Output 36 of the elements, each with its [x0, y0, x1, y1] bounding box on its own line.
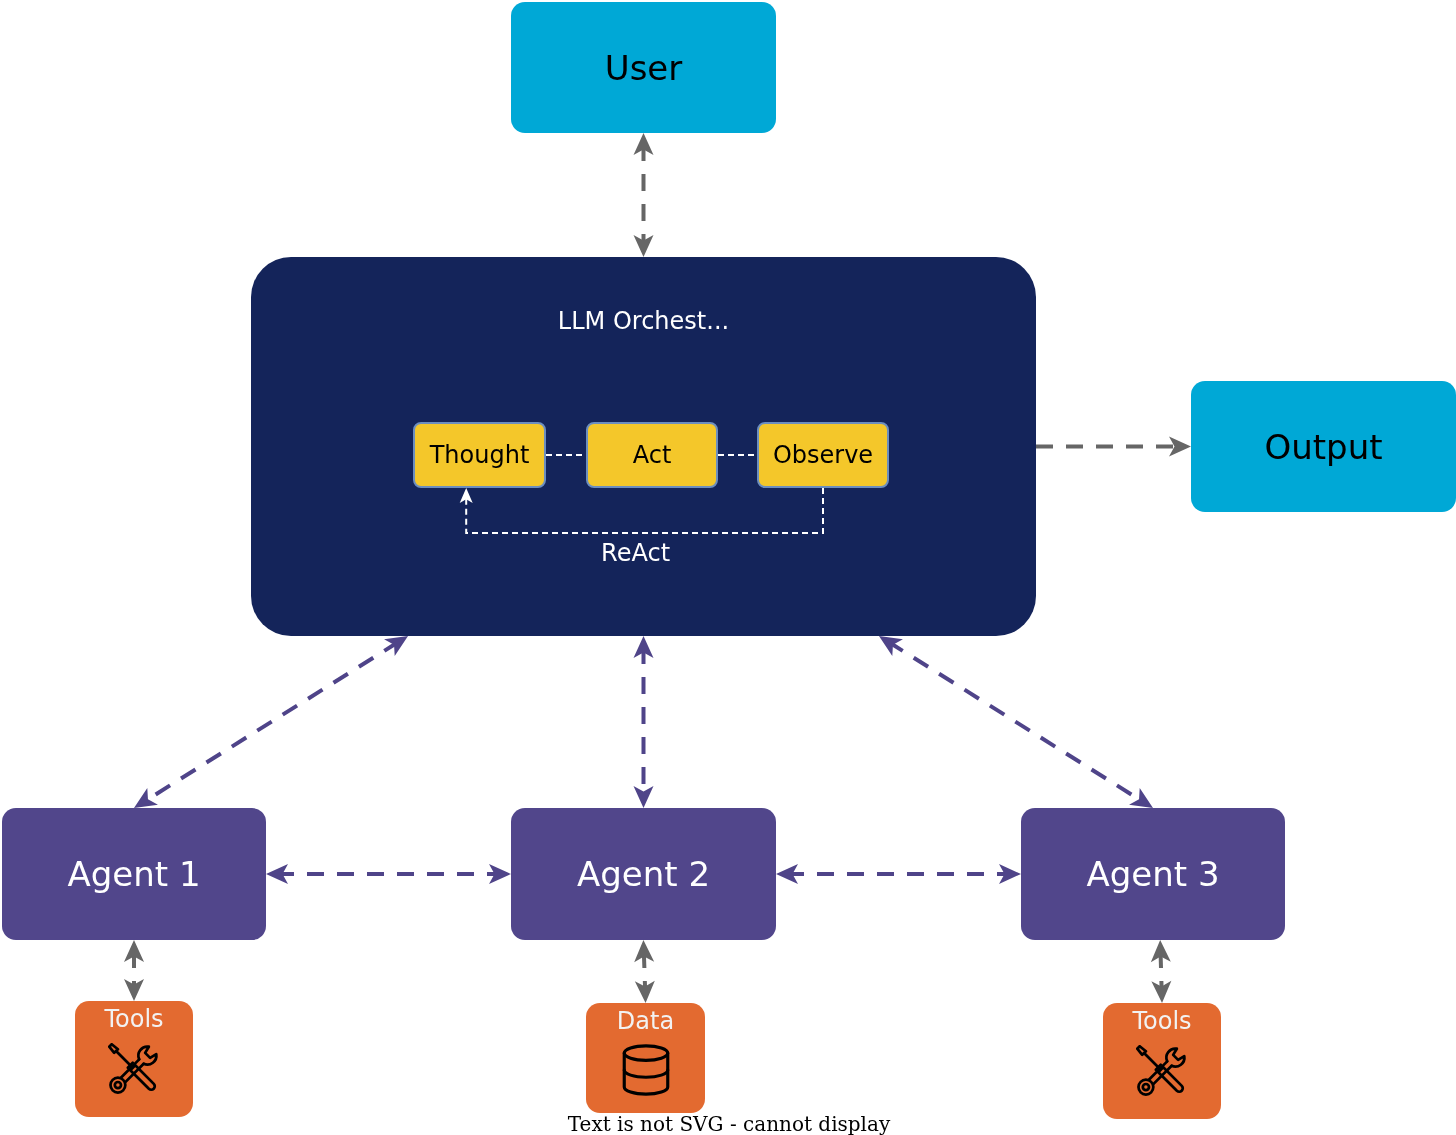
- double-arrow: [124, 940, 144, 1001]
- box-label: Agent 1: [67, 854, 201, 894]
- dashed-arrow: [1036, 436, 1191, 457]
- box-label: Observe: [772, 441, 874, 469]
- double-arrow: [1150, 940, 1172, 1003]
- box-label: Agent 3: [1086, 854, 1220, 894]
- step-box: [413, 422, 546, 488]
- double-arrow: [134, 635, 408, 809]
- rounded-box: [511, 2, 776, 133]
- double-arrow: [776, 864, 1021, 884]
- box-label: User: [604, 47, 683, 88]
- box-label: Thought: [429, 441, 530, 469]
- resource-tile: [586, 1003, 705, 1113]
- box-label: Tools: [1132, 1007, 1192, 1035]
- agent-box: [2, 808, 266, 940]
- double-arrow: [634, 940, 655, 1003]
- box-label: Data: [616, 1007, 675, 1035]
- agent-box: [1021, 808, 1285, 940]
- double-arrow: [879, 635, 1153, 809]
- step-box: [757, 422, 889, 488]
- rounded-box: [1191, 381, 1456, 512]
- box-label: Tools: [104, 1005, 164, 1033]
- step-box: [586, 422, 718, 488]
- box-label: Agent 2: [576, 854, 711, 894]
- dashed-arrow: [459, 487, 824, 534]
- double-arrow: [266, 864, 511, 884]
- double-arrow: [633, 636, 654, 808]
- box-label: Output: [1264, 426, 1383, 467]
- agent-box: [511, 808, 776, 940]
- resource-tile: [1103, 1003, 1221, 1119]
- box-label: Act: [632, 441, 672, 469]
- orchestrator-panel: [251, 257, 1036, 636]
- double-arrow: [633, 133, 654, 257]
- edge-label: ReAct: [601, 539, 671, 567]
- resource-tile: [75, 1001, 193, 1117]
- box-label: LLM Orchest...: [557, 307, 730, 335]
